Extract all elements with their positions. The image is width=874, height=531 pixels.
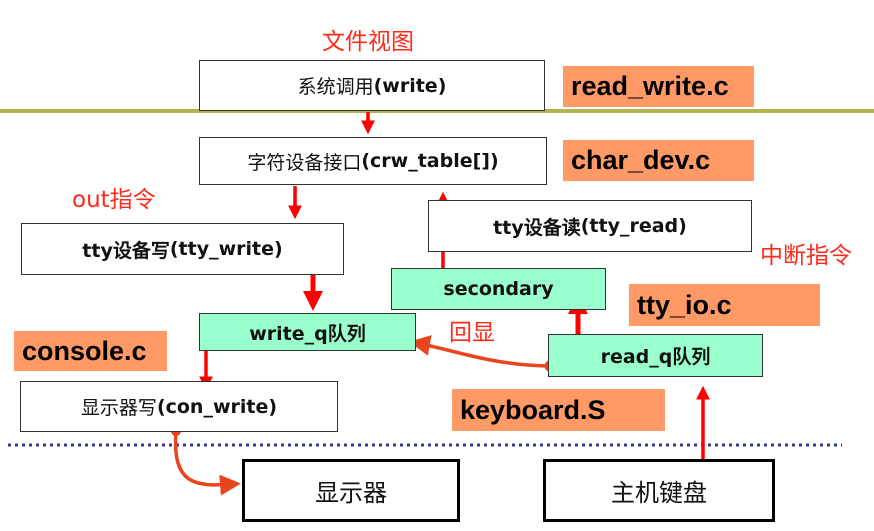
- tag-keyboard-s: keyboard.S: [452, 389, 665, 431]
- write-q-box: write_q队列: [199, 313, 416, 351]
- syscall-suffix: (write): [373, 74, 447, 97]
- syscall-write-box: 系统调用(write): [199, 60, 545, 111]
- con-write-box: 显示器写(con_write): [20, 381, 338, 432]
- con-write-suffix: (con_write): [156, 395, 278, 418]
- tty-write-box: tty设备写(tty_write): [21, 223, 344, 275]
- tty-read-box: tty设备读(tty_read): [428, 200, 752, 252]
- secondary-queue-box: secondary: [391, 268, 606, 310]
- con-write-prefix: 显示器写: [80, 397, 157, 419]
- display-device-box: 显示器: [242, 459, 460, 522]
- file-view-label: 文件视图: [322, 29, 414, 55]
- tty-write-suffix: (tty_write): [169, 238, 283, 260]
- tty-write-prefix: tty设备写: [82, 239, 170, 262]
- char-iface-suffix: (crw_table[]): [361, 150, 499, 172]
- tag-read-write-c: read_write.c: [563, 66, 754, 107]
- tag-char-dev-c: char_dev.c: [563, 140, 754, 181]
- read-q-box: read_q队列: [548, 334, 763, 377]
- tty-read-suffix: (tty_read): [580, 215, 687, 237]
- arrow-echo: [409, 335, 549, 368]
- syscall-prefix: 系统调用: [297, 76, 374, 98]
- char-device-interface-box: 字符设备接口(crw_table[]): [199, 137, 547, 185]
- char-iface-prefix: 字符设备接口: [247, 151, 362, 174]
- out-instruction-label: out指令: [72, 187, 156, 213]
- arrow-con-write-to-display: [173, 430, 241, 496]
- interrupt-instruction-label: 中断指令: [760, 243, 852, 269]
- tag-tty-io-c: tty_io.c: [629, 284, 820, 326]
- tty-read-prefix: tty设备读: [493, 216, 581, 239]
- tag-console-c: console.c: [14, 331, 167, 371]
- echo-label: 回显: [449, 320, 495, 346]
- keyboard-device-box: 主机键盘: [543, 459, 775, 522]
